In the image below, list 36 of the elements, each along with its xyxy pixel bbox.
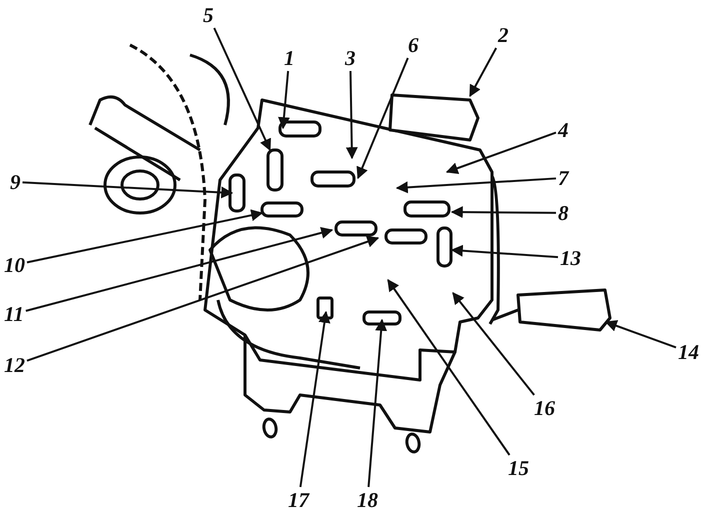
leader-line bbox=[356, 58, 409, 180]
leader-line bbox=[26, 236, 380, 362]
leader-line bbox=[26, 209, 264, 264]
leader-line bbox=[396, 177, 556, 194]
leader-line bbox=[22, 181, 234, 198]
callout-number: 7 bbox=[558, 167, 568, 189]
leader-line bbox=[26, 226, 334, 312]
leader-line bbox=[387, 279, 510, 456]
callout-number: 12 bbox=[4, 354, 25, 376]
callout-number: 3 bbox=[345, 47, 356, 69]
leader-line bbox=[368, 318, 388, 488]
leader-line bbox=[278, 70, 290, 130]
callout-number: 10 bbox=[4, 254, 25, 276]
callout-number: 14 bbox=[678, 341, 699, 363]
leader-line bbox=[452, 292, 535, 396]
callout-number: 11 bbox=[4, 303, 24, 325]
leader-line bbox=[604, 320, 676, 348]
callout-number: 18 bbox=[357, 489, 378, 511]
callout-number: 17 bbox=[288, 489, 309, 511]
callout-number: 1 bbox=[284, 47, 294, 69]
callout-number: 4 bbox=[558, 119, 568, 141]
leader-line bbox=[213, 28, 271, 152]
leader-line bbox=[346, 70, 358, 160]
leader-line bbox=[299, 310, 330, 488]
callout-number: 6 bbox=[408, 34, 418, 56]
callout-number: 15 bbox=[508, 457, 529, 479]
callout-number: 2 bbox=[498, 24, 508, 46]
callout-number: 16 bbox=[534, 397, 555, 419]
callout-number: 8 bbox=[558, 202, 568, 224]
callout-number: 5 bbox=[203, 4, 214, 26]
leader-line bbox=[450, 206, 556, 218]
callout-number: 9 bbox=[10, 171, 20, 193]
callout-number: 13 bbox=[560, 247, 581, 269]
leader-line bbox=[469, 48, 498, 98]
leader-line bbox=[450, 244, 558, 258]
leader-line bbox=[446, 132, 556, 174]
